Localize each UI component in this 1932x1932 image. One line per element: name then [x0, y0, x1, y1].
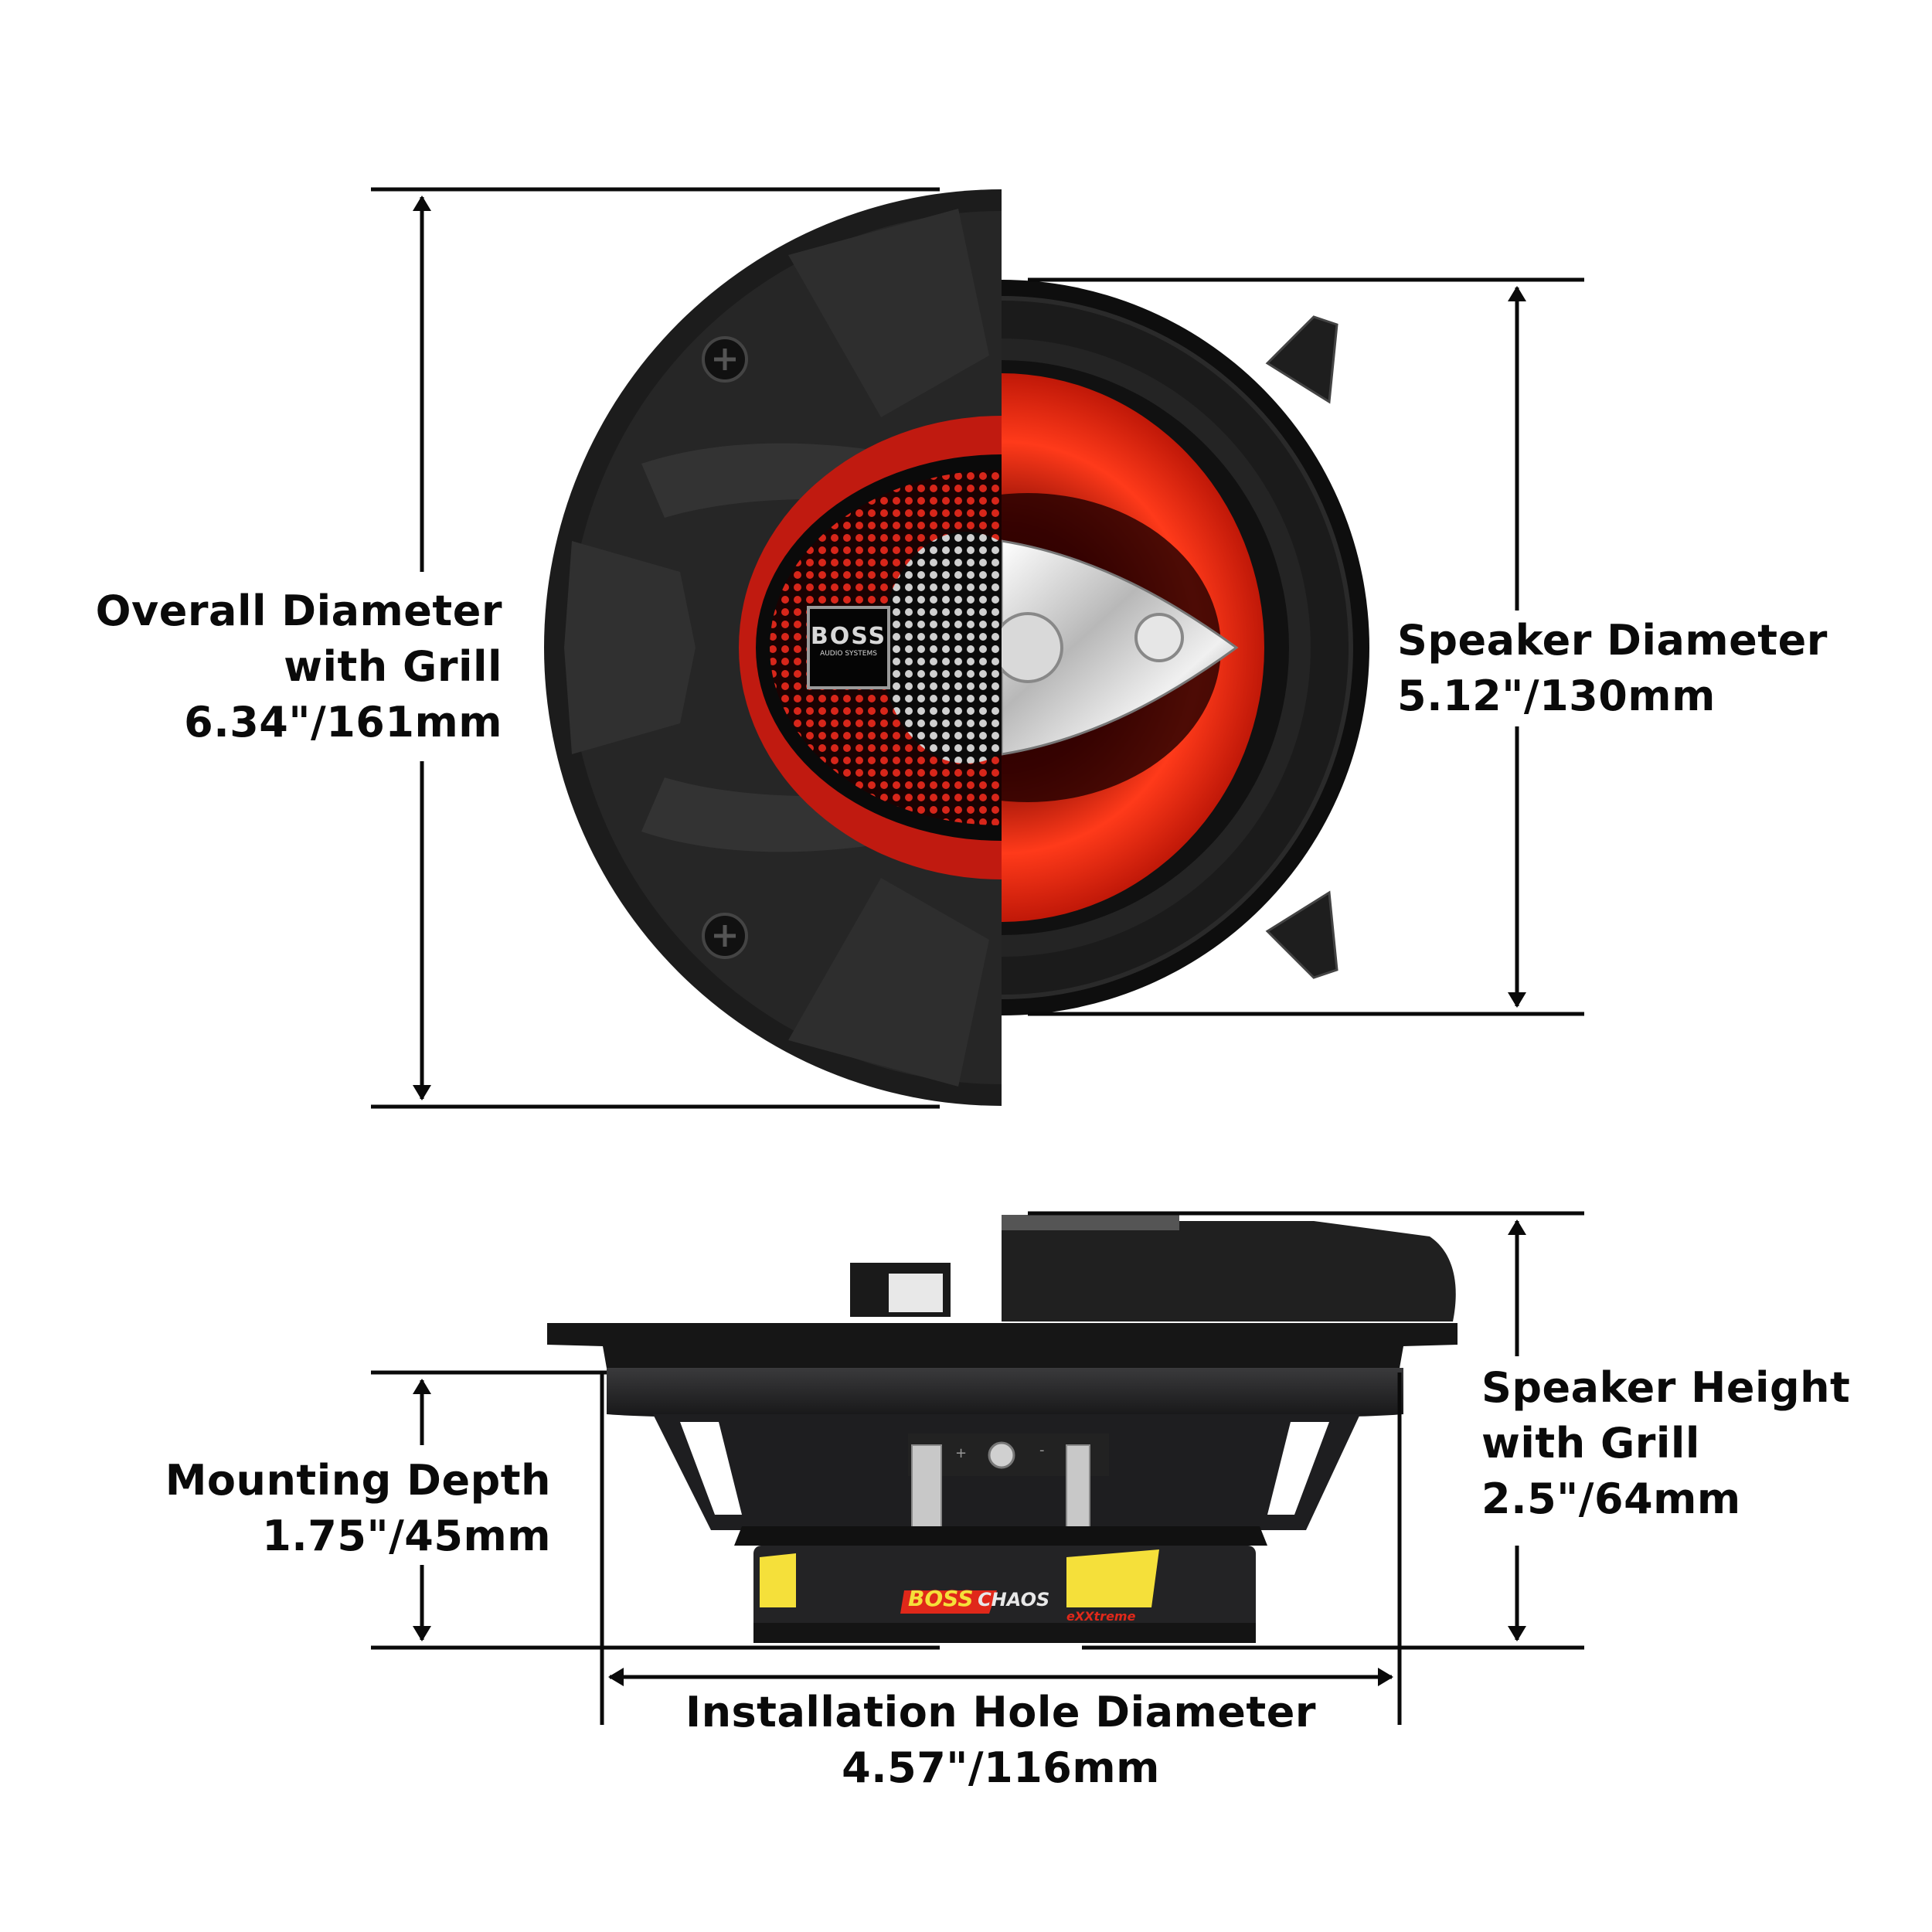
front-view-speaker: [544, 189, 1369, 1106]
front-logo-sub: AUDIO SYSTEMS: [820, 650, 877, 658]
side-logo-tag: eXXtreme: [1066, 1609, 1136, 1624]
mounting-depth-label: Mounting Depth 1.75"/45mm: [165, 1453, 551, 1564]
terminal-plus: +: [955, 1445, 968, 1461]
side-logo: BOSS CHAOS: [908, 1586, 1049, 1611]
speaker-diameter-value: 5.12"/130mm: [1397, 672, 1716, 720]
speaker-height-subtitle: with Grill: [1481, 1419, 1700, 1468]
overall-diameter-title: Overall Diameter: [95, 587, 502, 635]
speaker-height-value: 2.5"/64mm: [1481, 1475, 1741, 1523]
speaker-height-label: Speaker Height with Grill 2.5"/64mm: [1481, 1360, 1850, 1527]
overall-diameter-subtitle: with Grill: [284, 642, 502, 691]
side-logo-brand: BOSS: [908, 1586, 974, 1611]
mounting-depth-title: Mounting Depth: [165, 1456, 551, 1505]
front-logo-box: [807, 606, 890, 689]
front-logo-brand: BOSS: [810, 623, 887, 650]
side-logo-series: CHAOS: [978, 1589, 1050, 1611]
overall-diameter-value: 6.34"/161mm: [184, 698, 502, 747]
dim-mounting-depth: [371, 1370, 940, 1650]
dim-overall-diameter: [371, 187, 940, 1109]
dim-speaker-height: [1028, 1211, 1584, 1650]
speaker-height-title: Speaker Height: [1481, 1363, 1851, 1412]
terminal-minus: -: [1039, 1442, 1045, 1458]
overall-diameter-label: Overall Diameter with Grill 6.34"/161mm: [96, 583, 502, 750]
front-logo: BOSS AUDIO SYSTEMS: [808, 624, 889, 658]
side-view-speaker: [547, 1215, 1458, 1643]
speaker-diameter-label: Speaker Diameter 5.12"/130mm: [1397, 613, 1828, 724]
dim-installation-hole: [600, 1372, 1402, 1725]
installation-hole-label: Installation Hole Diameter 4.57"/116mm: [614, 1685, 1387, 1796]
installation-hole-title: Installation Hole Diameter: [685, 1688, 1316, 1736]
mounting-depth-value: 1.75"/45mm: [262, 1512, 551, 1560]
dim-speaker-diameter: [1028, 277, 1584, 1016]
speaker-diameter-title: Speaker Diameter: [1397, 616, 1828, 665]
installation-hole-value: 4.57"/116mm: [842, 1743, 1160, 1792]
